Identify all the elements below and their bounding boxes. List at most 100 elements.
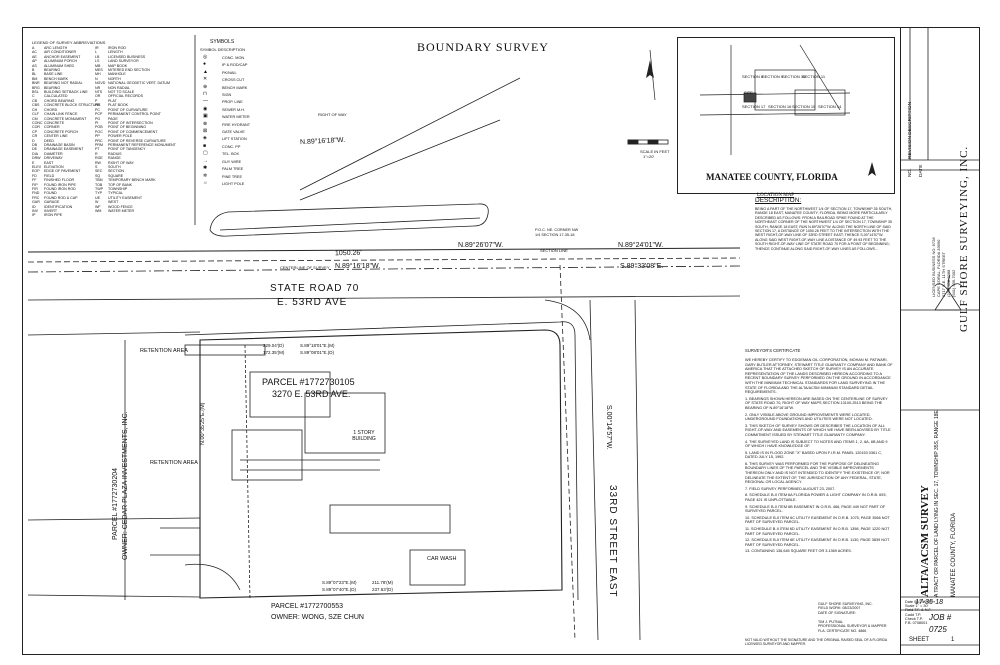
abbrev-meaning: RANGE — [108, 156, 121, 161]
abbrev-meaning: POINT OF CURVATURE — [108, 107, 148, 112]
abbrev-title: LEGEND OF SURVEY ABBREVIATIONS — [32, 40, 106, 45]
abbrev-code: COR — [32, 125, 40, 130]
abbrev-meaning: PERMANENT CONTROL POINT — [108, 112, 161, 117]
sheet-label: SHEET — [909, 637, 930, 643]
certificate-note: 6. THIS SURVEY WAS PERFORMED FOR THE PUR… — [745, 461, 890, 485]
abbrev-meaning: POINT OF INTERSECTION — [108, 120, 153, 125]
survey-subtitle: A TRACT OR PARCEL OF LAND LYING IN SEC. … — [934, 410, 940, 597]
revision-header: REVISION DESCRIPTION — [908, 101, 913, 159]
symbol-glyph: ⊠ — [203, 128, 208, 135]
abbrev-meaning: SECTION — [108, 169, 124, 174]
abbrev-code: PRM — [95, 142, 103, 147]
symbol-description: PINE TREE — [222, 174, 242, 179]
abbrev-code: FD — [32, 173, 37, 178]
abbrev-meaning: SOUTH — [108, 164, 121, 169]
road-name: STATE ROAD 70 — [270, 283, 360, 294]
abbrev-meaning: POINT OF REVERSE CURVATURE — [108, 138, 166, 143]
abbrev-meaning: POINT OF BEGINNING — [108, 125, 147, 130]
abbrev-code: S — [95, 164, 98, 169]
bearing-section-w: N.89°26'07"W. — [458, 242, 504, 249]
abbrev-meaning: MAP BOOK — [108, 63, 128, 68]
abbrev-meaning: DRAINAGE EASEMENT — [44, 147, 84, 152]
certificate-note: 5. LAND IS IN FLOOD ZONE "X" BASED UPON … — [745, 450, 883, 460]
abbrev-code: AE — [32, 54, 37, 59]
description-text: BEING A PART OF THE NORTHWEST 1/4 OF SEC… — [755, 207, 893, 251]
certificate-note: 3. THIS SKETCH OF SURVEY SHOWS OR DESCRI… — [745, 423, 891, 437]
abbrev-code: CLF — [32, 112, 39, 117]
abbrev-code: POC — [95, 129, 103, 134]
symbol-description: PROP. LINE — [222, 100, 243, 105]
revision-no: NO. — [908, 168, 913, 177]
abbrev-meaning: LENGTH — [108, 50, 123, 55]
parcel-address: 3270 E. 53RD AVE. — [272, 389, 351, 399]
abbrev-code: E — [32, 160, 35, 165]
abbrev-code: SQ — [95, 173, 101, 178]
dim-c: 211.78'(M) — [372, 580, 394, 585]
symbol-glyph: ◈ — [203, 135, 207, 142]
abbrev-meaning: SQUARE — [108, 173, 124, 178]
owner-south: OWNER: WONG, SZE CHUN — [271, 614, 364, 621]
abbrev-meaning: LAND SURVEYOR — [108, 59, 139, 64]
abbrev-code: TYP — [95, 191, 102, 196]
abbrev-meaning: MANHOLE — [108, 72, 126, 77]
abbrev-code: DB — [32, 142, 37, 147]
abbrev-meaning: FINISHED FLOOR — [44, 178, 75, 183]
certificate-note: 10. SCHEDULE B-II ITEM 6C UTILITY EASEME… — [745, 515, 890, 525]
symbol-description: FIRE HYDRANT — [222, 122, 251, 127]
symbol-glyph: ● — [203, 61, 207, 68]
abbrev-code: CBS — [32, 103, 40, 108]
certificate-note: 12. SCHEDULE B-II ITEM 6E UTILITY EASEME… — [745, 538, 890, 547]
abbrev-code: N — [95, 76, 98, 81]
signoff-line: GULF SHORE SURVEYING, INC. — [818, 602, 873, 606]
symbol-glyph: ▢ — [203, 150, 208, 157]
bearing-centerline: N.89°16'18"W. — [335, 263, 381, 270]
abbrev-meaning: CORNER — [44, 125, 60, 130]
owner-west: OWNER: CEDAR PLAZA INVESTMENTS, INC. — [122, 411, 129, 560]
abbrev-code: BRG — [32, 85, 40, 90]
job-label: JOB # — [929, 613, 952, 622]
centerline-label: CENTERLINE OF SURVEY — [280, 265, 330, 270]
abbrev-meaning: PLAT — [108, 98, 117, 103]
abbrev-code: MB — [95, 63, 101, 68]
abbrev-meaning: FOUND — [44, 191, 57, 196]
retention-area-2: RETENTION AREA — [150, 460, 198, 466]
map-section-15: SECTION 15 — [792, 104, 816, 109]
abbrev-code: FIR — [32, 187, 38, 191]
abbrev-code: BNR — [32, 81, 40, 86]
certificate-title: SURVEYOR'S CERTIFICATE — [745, 348, 801, 353]
abbrev-code: W — [95, 200, 99, 205]
certificate-note: 1. BEARINGS SHOWN HEREON ARE BASED ON TH… — [745, 396, 888, 410]
abbrev-code: WF — [95, 204, 101, 209]
abbrev-code: CH — [32, 107, 38, 112]
abbrev-meaning: BASE LINE — [44, 72, 63, 77]
surveyor-line: PROFESSIONAL SURVEYOR & MAPPER — [818, 624, 887, 629]
abbrev-meaning: BEARING — [44, 68, 61, 73]
abbrev-code: LS — [95, 59, 100, 64]
page-title: BOUNDARY SURVEY — [417, 40, 549, 54]
abbrev-meaning: RADIUS — [108, 151, 122, 156]
certificate-note: 7. FIELD SURVEY PERFORMED AUGUST 23, 200… — [745, 486, 836, 491]
symbol-description: IP & ROD/CAP — [222, 63, 248, 68]
abbrev-meaning: TYPICAL — [108, 191, 123, 196]
abbrev-code: LB — [95, 54, 100, 59]
meta-row: Cadd T.P. — [905, 612, 922, 617]
map-section-10: SECTION 10 — [782, 74, 806, 79]
symbols-header: SYMBOL DESCRIPTION — [200, 47, 245, 52]
abbrev-meaning: FOUND ROD & CAP — [44, 195, 78, 200]
abbrev-meaning: OFFICIAL RECORDS — [108, 94, 144, 99]
symbol-description: LIGHT POLE — [222, 181, 245, 186]
abbrev-code: FND — [32, 191, 40, 196]
abbrev-code: ID — [32, 204, 36, 209]
symbol-glyph: ▣ — [203, 113, 208, 120]
map-section-14: SECTION 14 — [818, 104, 842, 109]
symbol-glyph: ☼ — [203, 179, 208, 186]
map-county: MANATEE COUNTY, FLORIDA — [706, 172, 838, 182]
meta-row: Date 08/23/2007 — [905, 600, 934, 604]
symbol-glyph: ◉ — [203, 105, 208, 112]
